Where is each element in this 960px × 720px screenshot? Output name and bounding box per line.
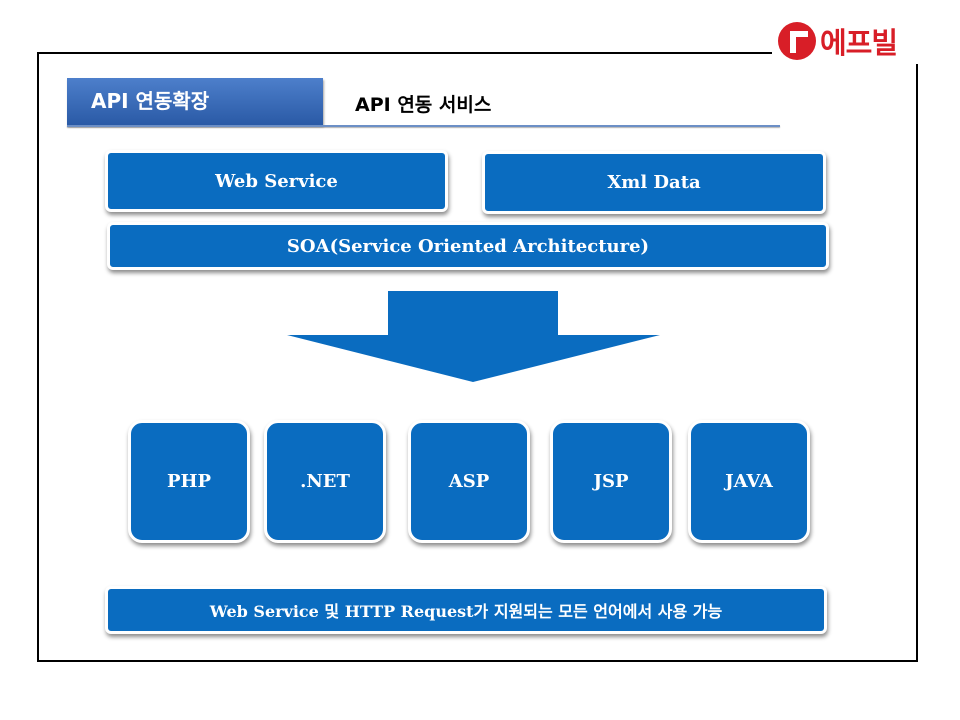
language-box-php: PHP	[128, 420, 250, 543]
logo-mark-icon	[778, 22, 816, 60]
logo: 에프빌	[772, 18, 924, 64]
language-box-jsp: JSP	[550, 420, 672, 543]
slide-frame	[37, 52, 918, 662]
language-box-java: JAVA	[688, 420, 810, 543]
footer-banner: Web Service 및 HTTP Request가 지원되는 모든 언어에서…	[105, 586, 827, 634]
language-box-dotnet: .NET	[264, 420, 386, 543]
xml-data-box: Xml Data	[482, 151, 826, 214]
page-title: API 연동 서비스	[355, 94, 492, 116]
logo-text: 에프빌	[820, 26, 898, 60]
soa-box: SOA(Service Oriented Architecture)	[107, 222, 829, 270]
section-tab: API 연동확장	[67, 78, 323, 125]
language-box-asp: ASP	[408, 420, 530, 543]
down-arrow-shape	[287, 291, 660, 382]
header-divider	[67, 125, 780, 127]
web-service-box: Web Service	[105, 150, 448, 212]
